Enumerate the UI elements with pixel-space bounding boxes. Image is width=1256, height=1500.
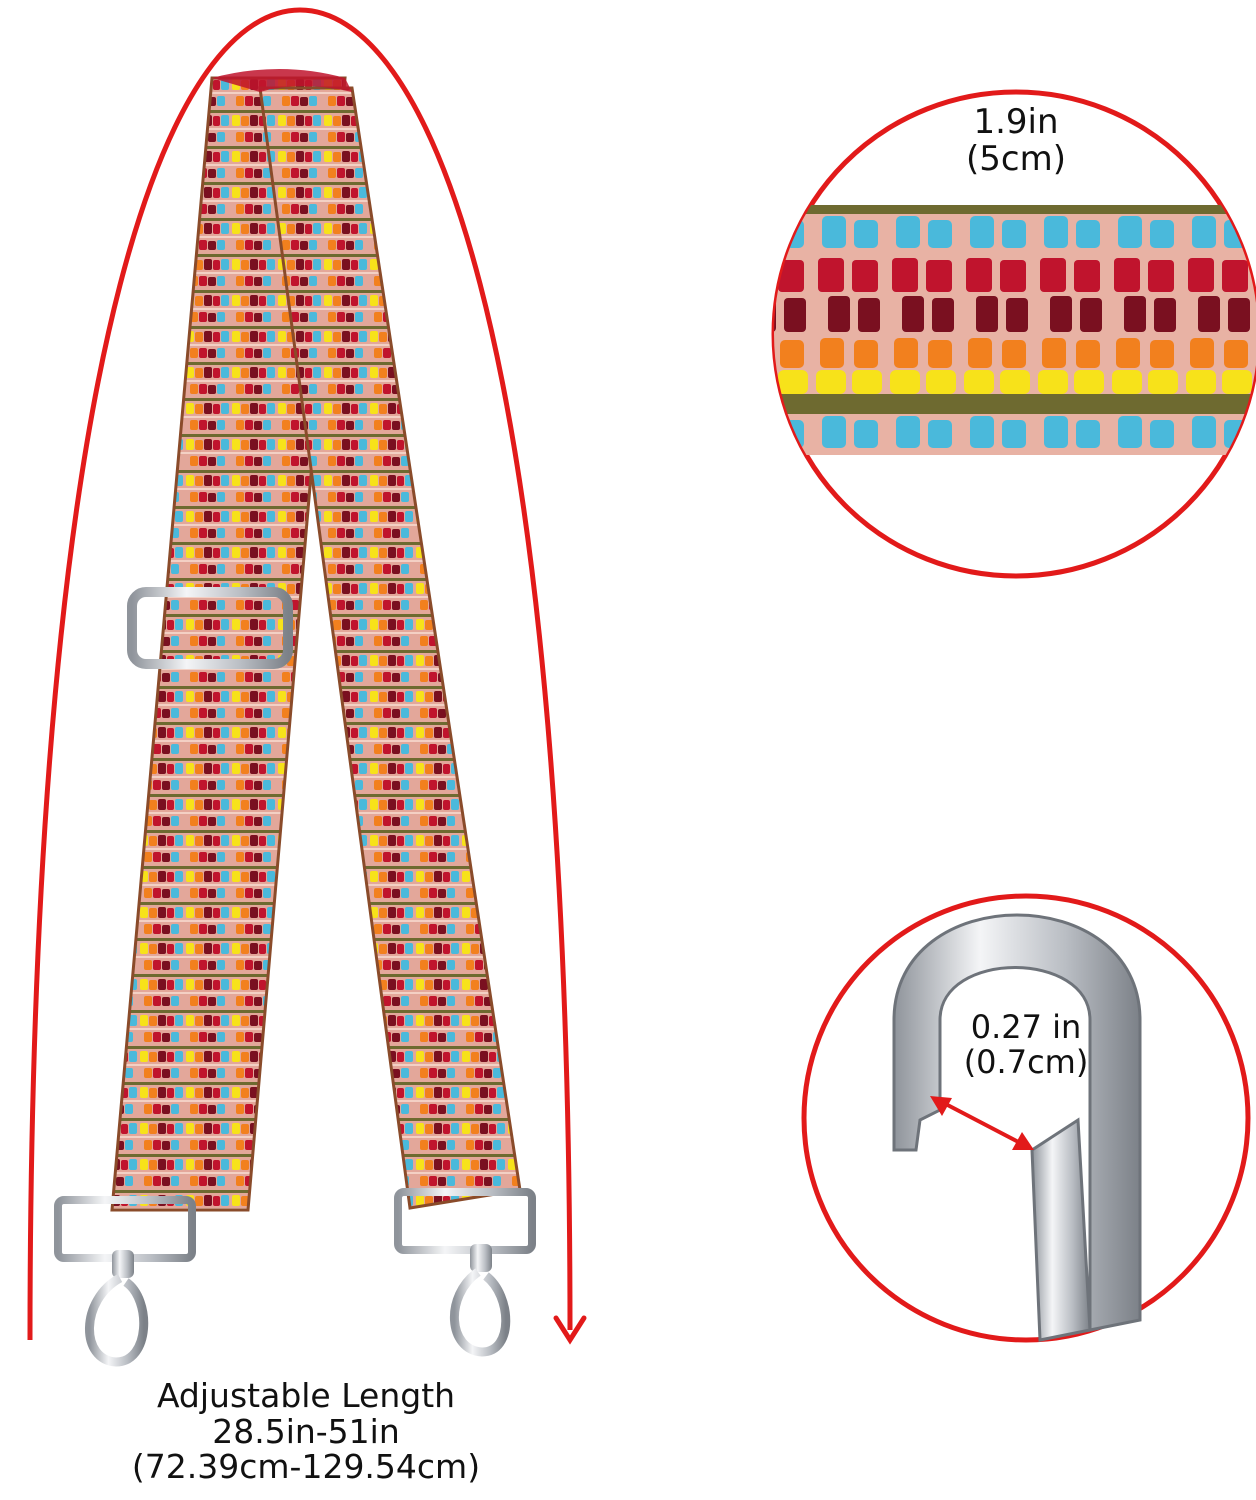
strap-width-zoom bbox=[771, 89, 1256, 579]
hook-gap-label: 0.27 in (0.7cm) bbox=[926, 1010, 1126, 1079]
width-label: 1.9in (5cm) bbox=[926, 104, 1106, 177]
clasp-hook bbox=[892, 913, 1142, 1332]
width-inches: 1.9in bbox=[973, 102, 1059, 142]
double-arrow-icon bbox=[937, 1098, 1027, 1148]
length-centimeters: (72.39cm-129.54cm) bbox=[131, 1447, 481, 1487]
swivel-clasp-icon bbox=[54, 1196, 196, 1367]
strap-slider-icon bbox=[127, 587, 293, 669]
strap-fold bbox=[212, 69, 352, 92]
length-label: Adjustable Length 28.5in-51in (72.39cm-1… bbox=[96, 1378, 516, 1485]
hook-gap-inches: 0.27 in bbox=[970, 1008, 1082, 1046]
hook-gap-zoom bbox=[801, 893, 1251, 1343]
measure-arc-arrow-icon bbox=[27, 7, 573, 1341]
clasp-gate bbox=[1030, 1117, 1092, 1342]
hook-gap-centimeters: (0.7cm) bbox=[963, 1042, 1089, 1081]
measure-arrowhead bbox=[553, 1315, 587, 1345]
length-inches: 28.5in-51in bbox=[212, 1411, 400, 1451]
width-centimeters: (5cm) bbox=[966, 138, 1066, 179]
strap-right-arm bbox=[258, 86, 522, 1210]
swivel-clasp-icon bbox=[394, 1188, 536, 1357]
length-title: Adjustable Length bbox=[156, 1376, 456, 1415]
